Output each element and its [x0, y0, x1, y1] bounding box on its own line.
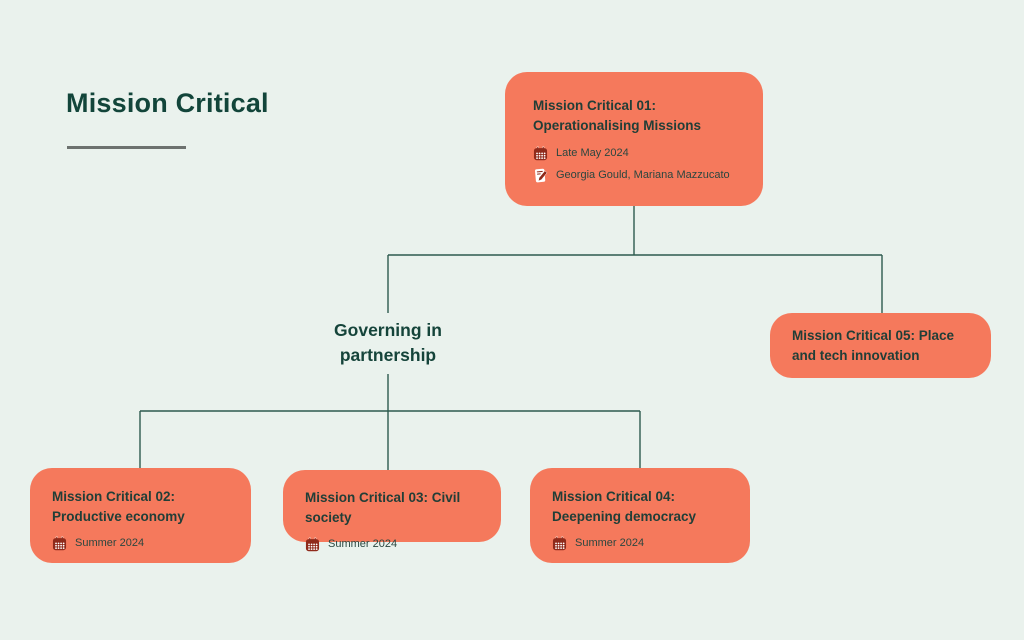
node-date: Summer 2024 [575, 537, 645, 549]
title-underline [67, 146, 186, 149]
group-label-governing-in-partnership: Governing in partnership [334, 320, 442, 365]
node-date-row: Summer 2024 [552, 536, 730, 551]
node-date-row: Late May 2024 [533, 146, 737, 161]
node-date: Summer 2024 [75, 537, 145, 549]
node-mission-critical-03: Mission Critical 03: Civil society Summe… [283, 470, 501, 552]
calendar-icon [552, 536, 567, 551]
node-date-row: Summer 2024 [52, 536, 231, 551]
calendar-icon [52, 536, 67, 551]
node-title: Mission Critical 05: Place and tech inno… [792, 328, 955, 363]
node-date: Summer 2024 [328, 538, 398, 550]
node-date-row: Summer 2024 [305, 537, 481, 552]
calendar-icon [533, 146, 548, 161]
node-people: Georgia Gould, Mariana Mazzucato [556, 169, 730, 181]
page-title: Mission Critical [66, 88, 269, 118]
node-mission-critical-04: Mission Critical 04: Deepening democracy… [530, 468, 750, 563]
calendar-icon [305, 537, 320, 552]
node-mission-critical-05: Mission Critical 05: Place and tech inno… [770, 313, 991, 378]
node-title: Mission Critical 03: Civil society [305, 490, 461, 525]
memo-pencil-icon [533, 168, 548, 183]
node-title: Mission Critical 02: Productive economy [52, 489, 185, 524]
node-title: Mission Critical 04: Deepening democracy [552, 489, 697, 524]
node-mission-critical-01: Mission Critical 01: Operationalising Mi… [505, 72, 763, 206]
node-date: Late May 2024 [556, 147, 629, 159]
node-title: Mission Critical 01: Operationalising Mi… [533, 98, 702, 133]
node-people-row: Georgia Gould, Mariana Mazzucato [533, 168, 737, 183]
node-mission-critical-02: Mission Critical 02: Productive economy … [30, 468, 251, 563]
